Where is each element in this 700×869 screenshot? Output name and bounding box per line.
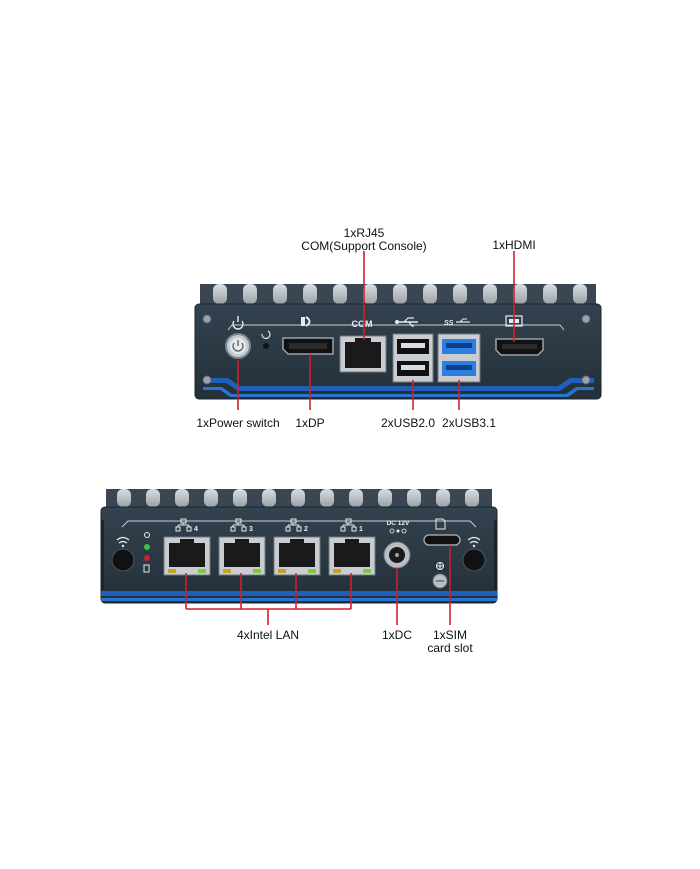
lan-number-2: 2 bbox=[304, 526, 308, 533]
top-heatsink-fins bbox=[200, 284, 596, 308]
power-icon bbox=[232, 316, 244, 330]
usb2-ports[interactable] bbox=[392, 333, 434, 383]
dc-polarity-icon bbox=[389, 528, 407, 534]
rj45-console-port[interactable] bbox=[339, 335, 387, 373]
reset-icon bbox=[261, 330, 271, 340]
svg-text:SS: SS bbox=[444, 320, 454, 327]
network-icon bbox=[175, 518, 192, 532]
network-icon bbox=[285, 518, 302, 532]
wifi-icon bbox=[467, 536, 481, 548]
callout-rj45-title: 1xRJ45 bbox=[343, 226, 385, 240]
sim-icon bbox=[435, 518, 446, 530]
usb-icon bbox=[395, 317, 418, 327]
lan-port-2[interactable] bbox=[273, 536, 321, 576]
wifi-antenna-right[interactable] bbox=[462, 548, 486, 572]
usb3-ports[interactable] bbox=[437, 333, 481, 383]
callout-power-switch: 1xPower switch bbox=[196, 416, 280, 430]
callout-usb20: 2xUSB2.0 bbox=[380, 416, 436, 430]
reset-pinhole[interactable] bbox=[263, 343, 269, 349]
sim-card-slot[interactable] bbox=[423, 534, 461, 546]
displayport-port[interactable] bbox=[282, 337, 334, 355]
usb3-icon: SS bbox=[444, 318, 470, 327]
lan-port-1[interactable] bbox=[328, 536, 376, 576]
displayport-icon bbox=[301, 316, 311, 327]
lan-port-3[interactable] bbox=[218, 536, 266, 576]
wifi-icon bbox=[116, 536, 130, 548]
dc-label: DC 12V bbox=[387, 520, 410, 527]
callout-intel-lan: 4xIntel LAN bbox=[236, 628, 300, 642]
power-button[interactable] bbox=[225, 333, 251, 359]
com-icon-label: COM bbox=[352, 319, 373, 329]
wifi-antenna-left[interactable] bbox=[111, 548, 135, 572]
lan-number-3: 3 bbox=[249, 526, 253, 533]
callout-sim-subtitle: card slot bbox=[427, 641, 473, 655]
callout-dc: 1xDC bbox=[381, 628, 412, 642]
bottom-callout-lines bbox=[185, 545, 451, 625]
network-icon bbox=[230, 518, 247, 532]
network-icon bbox=[340, 518, 357, 532]
lan-number-4: 4 bbox=[194, 526, 198, 533]
lan-number-1: 1 bbox=[359, 526, 363, 533]
status-leds bbox=[143, 532, 150, 573]
callout-dp: 1xDP bbox=[295, 416, 325, 430]
ground-screw bbox=[432, 562, 448, 589]
lan-port-4[interactable] bbox=[163, 536, 211, 576]
callout-sim-title: 1xSIM bbox=[432, 628, 467, 642]
bottom-heatsink-fins bbox=[106, 489, 492, 511]
top-callout-lines bbox=[237, 251, 515, 410]
callout-hdmi: 1xHDMI bbox=[492, 238, 536, 252]
callout-usb31: 2xUSB3.1 bbox=[441, 416, 497, 430]
hdmi-port[interactable] bbox=[495, 338, 544, 356]
callout-rj45-subtitle: COM(Support Console) bbox=[301, 239, 427, 253]
dc-power-jack[interactable] bbox=[383, 541, 411, 569]
